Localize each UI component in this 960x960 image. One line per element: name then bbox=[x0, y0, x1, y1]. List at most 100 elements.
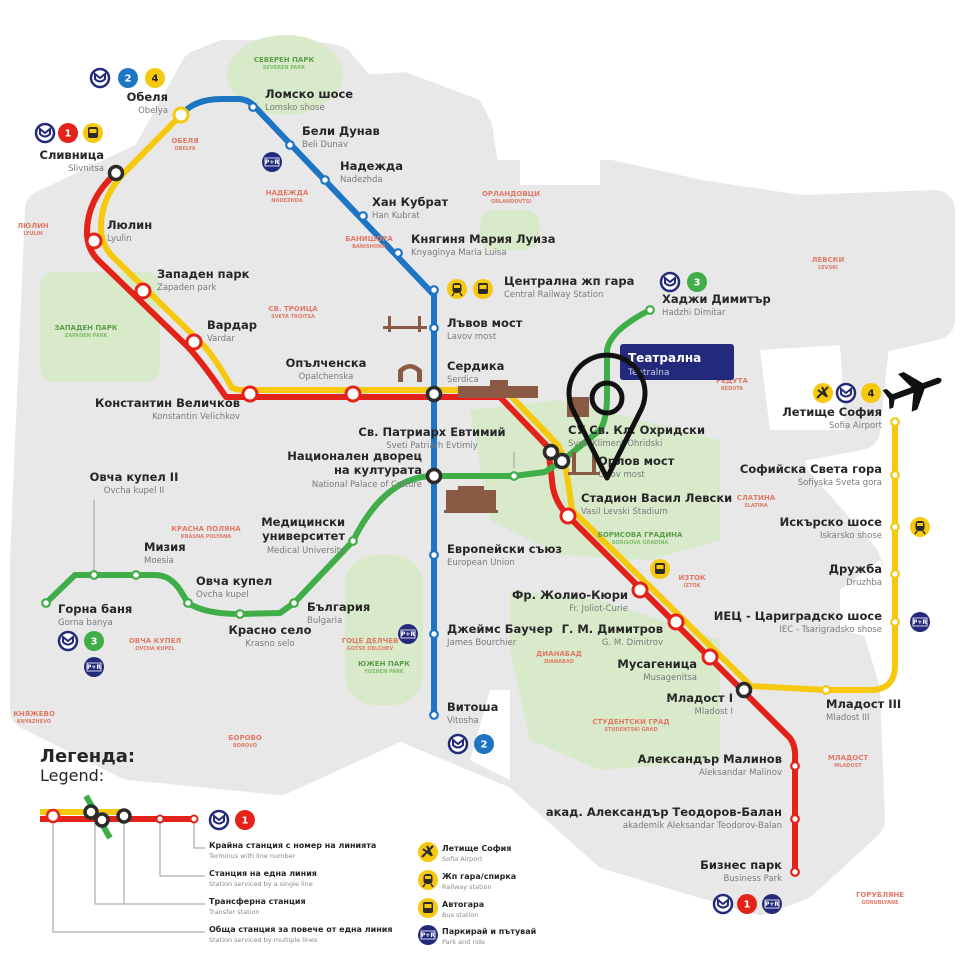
station-name-en: Musagenitsa bbox=[643, 673, 697, 683]
station-marker bbox=[429, 710, 439, 720]
station-teatralna-highlight[interactable]: Театрална Teatralna bbox=[620, 344, 734, 380]
park-name: СЕВЕРЕН ПАРК bbox=[254, 56, 315, 64]
station-name-en: Lyulin bbox=[107, 234, 131, 244]
district-name: ГОЦЕ ДЕЛЧЕВ bbox=[342, 637, 399, 645]
station-marker bbox=[248, 102, 258, 112]
district-labels: ОБЕЛЯOBELYAНАДЕЖДАNADEZHDAОРЛАНДОВЦИORLA… bbox=[13, 56, 904, 906]
ndk-landmark bbox=[444, 486, 498, 513]
station-name: акад. Александър Теодоров-Балан bbox=[546, 805, 782, 819]
district-name: ОБЕЛЯ bbox=[171, 137, 198, 145]
park-ride-label: P+R bbox=[401, 631, 415, 638]
park-and-ride-icon: P+R bbox=[762, 894, 782, 914]
district-name-en: NADEZHDA bbox=[271, 198, 303, 204]
station-name-en: Serdica bbox=[447, 375, 479, 385]
bus-station-icon bbox=[418, 898, 438, 918]
station-balan[interactable]: акад. Александър Теодоров-Баланakademik … bbox=[546, 805, 800, 831]
district-name-en: GORUBLYANE bbox=[861, 900, 899, 906]
station-name: Св. Патриарх Евтимий bbox=[358, 425, 505, 439]
district-name: МЛАДОСТ bbox=[828, 754, 869, 762]
line-number: 1 bbox=[65, 129, 72, 140]
station-marker bbox=[890, 522, 900, 532]
district-name-en: KNYAZHEVO bbox=[17, 719, 51, 725]
station-name: Обеля bbox=[127, 90, 168, 104]
station-marker bbox=[183, 598, 193, 608]
line-number: 4 bbox=[152, 74, 159, 85]
station-name: Вардар bbox=[207, 318, 257, 332]
station-marker bbox=[429, 550, 439, 560]
teatralna-label: Театрална bbox=[628, 351, 701, 365]
station-name-en: Lomsko shose bbox=[265, 103, 325, 113]
station-name-en: Ovcha kupel II bbox=[104, 486, 164, 496]
park-name: БОРИСОВА ГРАДИНА bbox=[598, 531, 684, 539]
location-pin-icon[interactable] bbox=[566, 352, 648, 481]
park-name-en: YUZHEN PARK bbox=[363, 669, 405, 675]
station-name-en: Lavov most bbox=[447, 332, 497, 342]
legend-icon-label-en: Bus station bbox=[442, 911, 478, 919]
station-name: Ломско шосе bbox=[265, 87, 353, 101]
station-name-en: Sveti Patriarh Evtimiy bbox=[386, 441, 478, 451]
park-ride-label: P+R bbox=[87, 664, 101, 671]
district-name-en: IZTOK bbox=[683, 583, 701, 589]
central-hall-landmark bbox=[458, 380, 538, 398]
station-name: ИЕЦ - Цариградско шосе bbox=[714, 609, 882, 623]
park-and-ride-icon: P+R bbox=[418, 925, 438, 945]
station-marker bbox=[631, 581, 649, 599]
district-name: ОРЛАНДОВЦИ bbox=[482, 190, 540, 198]
station-name: Лъвов мост bbox=[447, 316, 523, 330]
line-1-red bbox=[83, 170, 799, 875]
park-and-ride-icon: P+R bbox=[262, 152, 282, 172]
station-name-en: Business Park bbox=[723, 874, 782, 884]
district-name-en: BOROVO bbox=[233, 743, 257, 749]
district-name: ГОРУБЛЯНЕ bbox=[856, 891, 904, 899]
station-marker bbox=[429, 323, 439, 333]
bus-station-icon bbox=[650, 559, 670, 579]
